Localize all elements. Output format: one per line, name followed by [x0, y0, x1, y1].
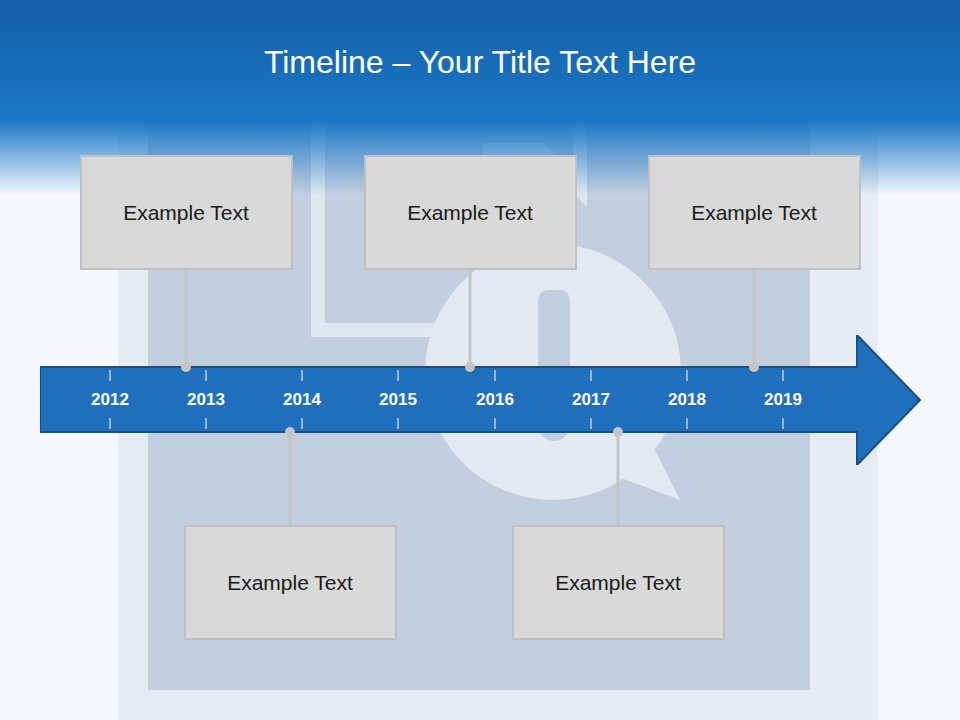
- year-label: 2012: [91, 390, 129, 410]
- tick-mark: [783, 418, 784, 429]
- leader-line: [469, 270, 472, 367]
- tick-mark: [398, 370, 399, 381]
- event-box: Example Text: [184, 525, 397, 640]
- event-text: Example Text: [691, 201, 817, 225]
- tick-mark: [206, 418, 207, 429]
- tick-mark: [302, 370, 303, 381]
- leader-connector: [749, 270, 759, 372]
- year-label: 2018: [668, 390, 706, 410]
- leader-line: [617, 432, 620, 525]
- event-text: Example Text: [555, 571, 681, 595]
- event-text: Example Text: [407, 201, 533, 225]
- year-label: 2017: [572, 390, 610, 410]
- leader-line: [753, 270, 756, 367]
- tick-mark: [110, 370, 111, 381]
- event-box: Example Text: [648, 155, 861, 270]
- slide-title: Timeline – Your Title Text Here: [0, 44, 960, 81]
- tick-mark: [783, 370, 784, 381]
- timeline-arrow: 2012 2013 2014 2015 2016 2017 2018 2019: [40, 335, 922, 465]
- year-label: 2019: [764, 390, 802, 410]
- event-box: Example Text: [364, 155, 577, 270]
- leader-connector: [285, 427, 295, 525]
- leader-connector: [181, 270, 191, 372]
- arrow-body: [40, 335, 920, 465]
- leader-connector: [613, 427, 623, 525]
- leader-connector: [465, 270, 475, 372]
- tick-mark: [206, 370, 207, 381]
- tick-mark: [495, 370, 496, 381]
- tick-mark: [398, 418, 399, 429]
- year-label: 2013: [187, 390, 225, 410]
- year-label: 2014: [283, 390, 321, 410]
- event-box: Example Text: [80, 155, 293, 270]
- tick-mark: [495, 418, 496, 429]
- year-label: 2015: [379, 390, 417, 410]
- tick-mark: [302, 418, 303, 429]
- tick-mark: [687, 418, 688, 429]
- tick-mark: [591, 370, 592, 381]
- event-text: Example Text: [123, 201, 249, 225]
- tick-mark: [687, 370, 688, 381]
- year-label: 2016: [476, 390, 514, 410]
- leader-line: [185, 270, 188, 367]
- tick-mark: [591, 418, 592, 429]
- event-box: Example Text: [512, 525, 725, 640]
- tick-mark: [110, 418, 111, 429]
- leader-line: [289, 432, 292, 525]
- event-text: Example Text: [227, 571, 353, 595]
